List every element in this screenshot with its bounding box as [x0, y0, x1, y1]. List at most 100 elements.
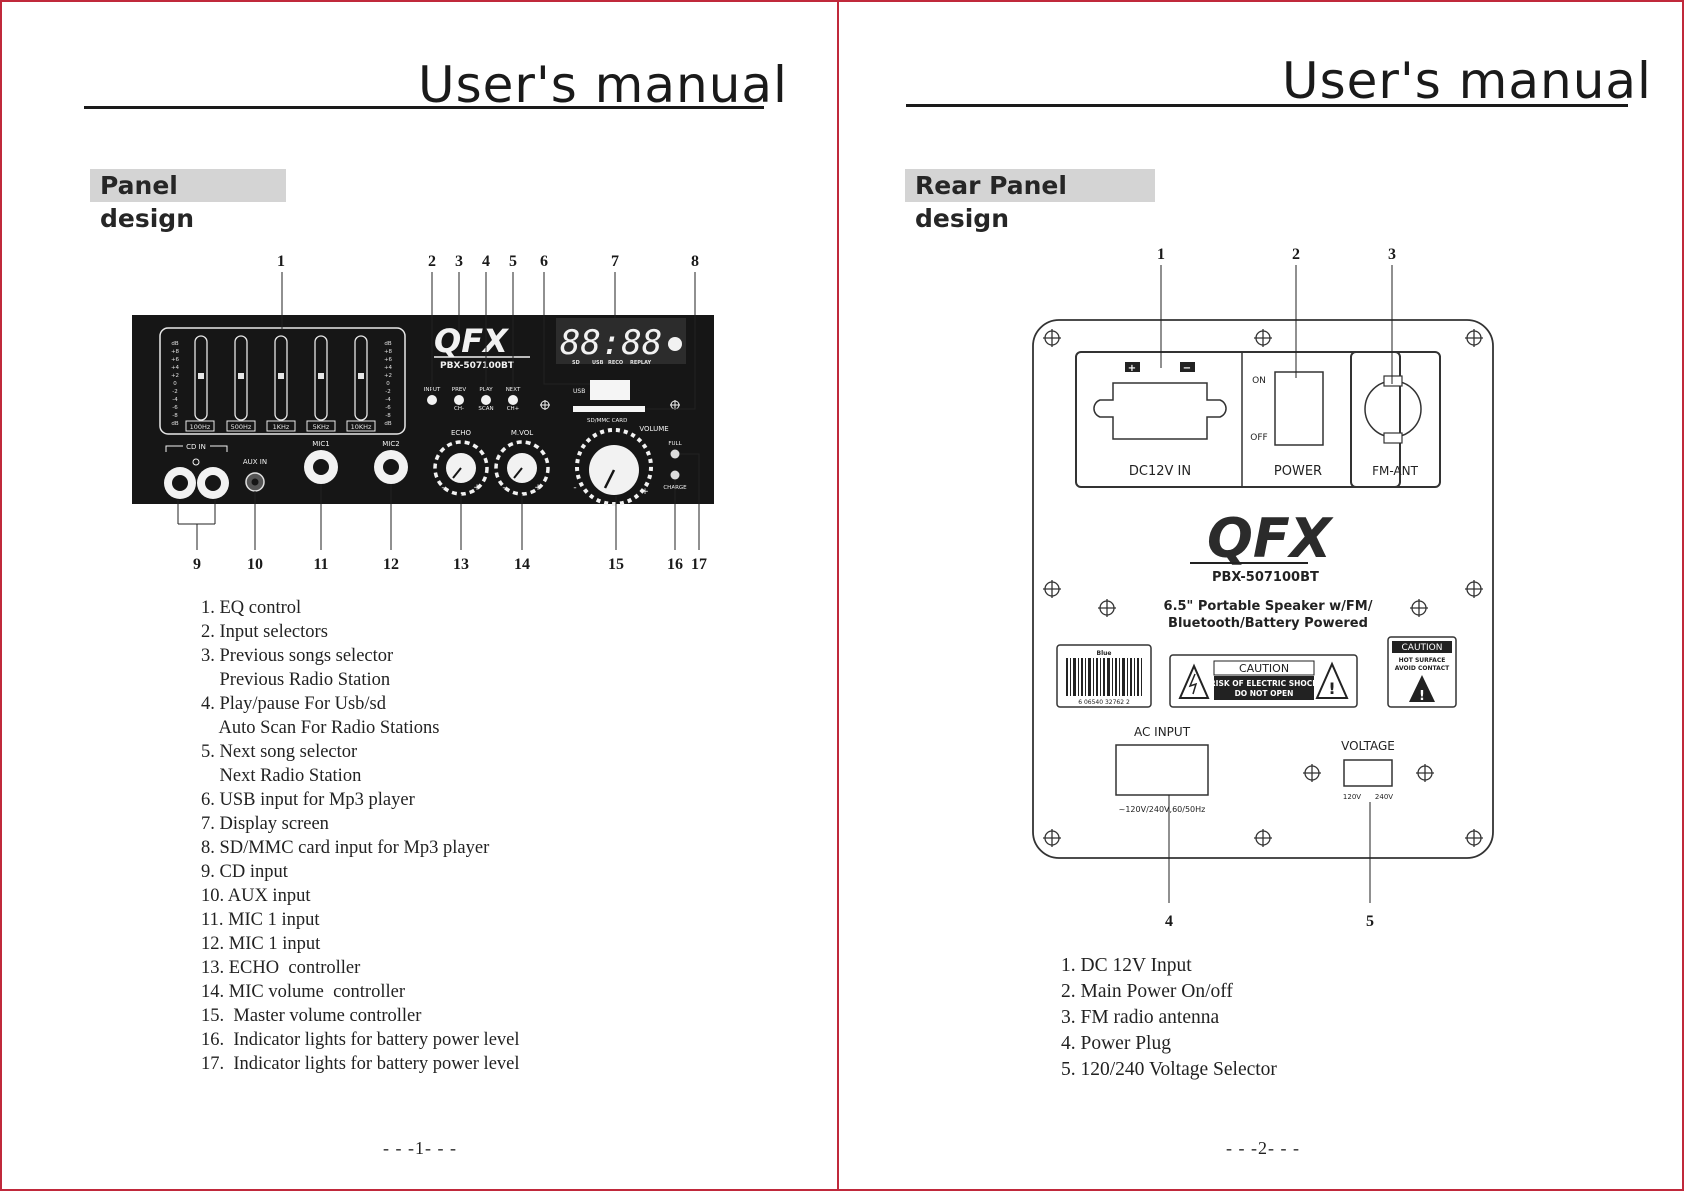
list-item: 1. DC 12V Input [1061, 955, 1192, 976]
list-item: 16. Indicator lights for battery power l… [201, 1030, 520, 1050]
list-item: 17. Indicator lights for battery power l… [201, 1054, 520, 1074]
svg-text:6 06540 32762 2: 6 06540 32762 2 [1078, 699, 1130, 706]
svg-text:M.VOL: M.VOL [511, 429, 533, 437]
screw-icon [1043, 580, 1061, 598]
callout-number: 15 [608, 556, 624, 573]
svg-text:0: 0 [386, 381, 390, 387]
svg-text:SD: SD [572, 360, 580, 366]
ac-input-socket [1115, 744, 1209, 796]
list-item: 2. Input selectors [201, 622, 328, 642]
svg-text:-2: -2 [385, 389, 390, 395]
right-page-number: - - -2- - - [1226, 1138, 1300, 1158]
svg-text:dB: dB [384, 421, 391, 427]
svg-text:MIC1: MIC1 [312, 440, 329, 448]
callout-number: 4 [482, 253, 490, 270]
callout-number: 12 [383, 556, 399, 573]
screw-icon [1416, 764, 1434, 782]
svg-text:-: - [441, 483, 444, 493]
svg-text:Bluetooth/Battery Powered: Bluetooth/Battery Powered [1168, 616, 1368, 631]
svg-text:+: + [641, 487, 649, 497]
callout-number: 3 [455, 253, 463, 270]
dc-power-box [1075, 351, 1401, 488]
svg-text:!: ! [1419, 689, 1425, 704]
screw-icon [1410, 599, 1428, 617]
svg-text:+8: +8 [384, 349, 393, 355]
svg-text:AVOID CONTACT: AVOID CONTACT [1395, 665, 1450, 672]
lightning-warning-icon [1178, 663, 1210, 699]
list-item: 7. Display screen [201, 814, 329, 834]
svg-text:-8: -8 [385, 413, 391, 419]
left-title-rule [84, 106, 764, 109]
callout-number: 2 [1292, 246, 1300, 263]
callout-number: 14 [514, 556, 530, 573]
play-button [481, 395, 491, 405]
left-section-heading: Panel design [90, 169, 286, 233]
rear-panel-diagram: 1 2 3 4 5 + − DC12V IN ON OFF POWER FM-A… [1032, 246, 1494, 930]
svg-text:Blue: Blue [1097, 650, 1112, 657]
eq-slider-knob [278, 373, 284, 379]
list-item: 3. Previous songs selector [201, 646, 394, 666]
full-indicator-light [670, 449, 680, 459]
display-screen [556, 318, 686, 364]
front-panel-diagram: 1 2 3 4 5 6 7 8 9 10 11 12 13 14 15 16 1… [132, 253, 714, 573]
svg-text:SCAN: SCAN [478, 406, 493, 412]
svg-text:CD IN: CD IN [186, 443, 206, 451]
svg-text:RISK OF ELECTRIC SHOCK: RISK OF ELECTRIC SHOCK [1210, 679, 1319, 688]
eq-slider-knob [318, 373, 324, 379]
svg-text:CH-: CH- [454, 406, 464, 412]
svg-text:−: − [1183, 363, 1191, 374]
svg-text:VOLUME: VOLUME [639, 425, 668, 433]
svg-text:USB: USB [573, 388, 585, 395]
svg-text:6.5" Portable Speaker w/FM/: 6.5" Portable Speaker w/FM/ [1164, 599, 1373, 614]
svg-text:-2: -2 [172, 389, 177, 395]
svg-text:ECHO: ECHO [451, 429, 472, 437]
callout-number: 2 [428, 253, 436, 270]
eq-slider-knob [198, 373, 204, 379]
svg-text:+4: +4 [171, 365, 180, 371]
barcode [1066, 658, 1142, 696]
svg-text:CH+: CH+ [507, 406, 520, 412]
list-item: 14. MIC volume controller [201, 982, 405, 1002]
list-item: 2. Main Power On/off [1061, 981, 1233, 1002]
svg-text:ON: ON [1252, 376, 1266, 386]
list-item: 4. Play/pause For Usb/sd [201, 694, 386, 714]
exclamation-warning-icon [1315, 661, 1349, 699]
svg-text:USB: USB [592, 360, 604, 366]
callout-number: 3 [1388, 246, 1396, 263]
list-item: 9. CD input [201, 862, 288, 882]
svg-text:+8: +8 [171, 349, 180, 355]
svg-text:+2: +2 [171, 373, 179, 379]
list-item: 12. MIC 1 input [201, 934, 321, 954]
hot-surface-caution-label [1387, 636, 1457, 708]
left-page-title: User's manual [418, 56, 788, 114]
display-digits: 88:88 [560, 323, 662, 363]
screw-icon [1043, 829, 1061, 847]
svg-text:+: + [473, 483, 481, 493]
callout-number: 4 [1165, 913, 1173, 930]
svg-text:+: + [534, 483, 542, 493]
eq-slider-knob [238, 373, 244, 379]
list-item: Auto Scan For Radio Stations [201, 718, 440, 738]
svg-text:-8: -8 [172, 413, 178, 419]
list-item: 15. Master volume controller [201, 1006, 422, 1026]
rear-panel [1032, 319, 1494, 859]
screw-icon [1303, 764, 1321, 782]
svg-text:VOLTAGE: VOLTAGE [1341, 739, 1395, 753]
svg-text:-4: -4 [385, 397, 391, 403]
callout-number: 5 [509, 253, 517, 270]
svg-text:SD/MMC CARD: SD/MMC CARD [587, 418, 627, 424]
list-item: 8. SD/MMC card input for Mp3 player [201, 838, 490, 858]
brand-logo: QFX [1207, 507, 1334, 570]
dc-12v-input-socket [1093, 382, 1227, 440]
list-item: 1. EQ control [201, 598, 302, 618]
charge-indicator-light [670, 470, 680, 480]
eq-band-label: 10KHz [351, 423, 372, 431]
page-bottom-edge [0, 1189, 1684, 1191]
svg-text:-: - [502, 483, 505, 493]
svg-text:AUX IN: AUX IN [243, 458, 267, 466]
svg-text:-6: -6 [172, 405, 178, 411]
list-item: 3. FM radio antenna [1061, 1007, 1220, 1028]
barcode-label [1056, 644, 1152, 708]
eq-band-label: 1KHz [273, 423, 290, 431]
svg-text:120V: 120V [1343, 793, 1361, 801]
